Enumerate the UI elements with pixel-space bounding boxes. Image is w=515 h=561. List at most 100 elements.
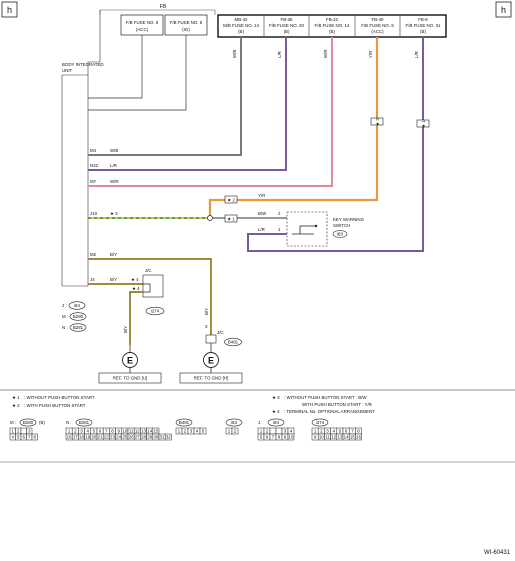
connector-pin-r2: 31 <box>160 435 165 440</box>
note-3b-text: WITH PUSH BUTTON START : Y/R <box>302 402 372 407</box>
marker-star1-vertical: ★ 1 <box>421 120 426 128</box>
connector-pin-r1: 1 <box>314 429 317 434</box>
connector-pin-r2: 32 <box>166 435 171 440</box>
connector-pin-r1: 15 <box>153 429 158 434</box>
connector-view-code: B491 <box>179 420 190 425</box>
connector-pin-r1: 4 <box>86 429 89 434</box>
connector-pin-r2: 11 <box>325 435 330 440</box>
jc-right-wire: B/Y <box>204 308 209 315</box>
key-switch-name-line2: SWITCH <box>333 223 350 228</box>
connector-pin-cell <box>199 427 207 435</box>
unit-conn-n-code: B281 <box>73 325 84 330</box>
connector-pin-r1: 1 <box>178 429 181 434</box>
pin-m2-wire: B/Y <box>110 252 117 257</box>
connector-pin-r1: 12 <box>135 429 140 434</box>
fb-fuse-6-line1: F/B FUSE NO. 6 <box>126 20 159 25</box>
fuse-fb36-wire: L/R <box>277 51 282 58</box>
wire-key-switch-pin2: ★ 1 B/W 2 <box>213 211 287 223</box>
fuse-fb22-line1: F/B FUSE NO. 14 <box>315 23 350 28</box>
svg-text::: : <box>67 325 68 330</box>
connector-pin-cell <box>355 433 362 441</box>
connector-pin-r2: 29 <box>147 435 152 440</box>
fb-fuse-6-line2: (ACC) <box>136 27 149 32</box>
corner-marker-right-label: h <box>501 5 506 15</box>
connector-pin-r2: 7 <box>272 435 275 440</box>
note-1-mark: ★ 1 <box>12 395 20 400</box>
unit-conn-n-letter: N <box>62 325 65 330</box>
connector-pin-r1: 4 <box>290 429 293 434</box>
connector-pin-r2: 8 <box>34 435 37 440</box>
connector-pin-r2: 7 <box>28 435 31 440</box>
connector-pin-r2: 22 <box>104 435 109 440</box>
body-integrated-unit: BODY INTEGRATED UNIT <box>61 10 187 287</box>
connector-pin-r1: 3 <box>80 429 83 434</box>
ground-right: E REF. TO GND [H] <box>179 352 243 384</box>
corner-marker-left-label: h <box>7 5 12 15</box>
connector-pin-r2: 9 <box>314 435 317 440</box>
connector-pin-r1: 4 <box>196 429 199 434</box>
fuse-fb40-line2: (ACC) <box>371 29 384 34</box>
connector-pin-r1: 5 <box>339 429 342 434</box>
connector-pin-r1: 6 <box>345 429 348 434</box>
connector-pin-r1: 8 <box>357 429 360 434</box>
connector-pin-r2: 12 <box>331 435 336 440</box>
fuse-fb6-wire: L/R <box>414 51 419 58</box>
fuse-fb6-line1: F/B FUSE NO. 31 <box>406 23 441 28</box>
connector-pin-r1: 1 <box>228 429 231 434</box>
connector-pin-r2: 8 <box>278 435 281 440</box>
note-1-text: : WITHOUT PUSH BUTTON START <box>24 395 95 400</box>
ground-right-ref: REF. TO GND [H] <box>194 376 228 381</box>
fuse-fb36-code: FB-36 <box>281 17 294 22</box>
fuse-fb22-wire: W/R <box>323 49 328 58</box>
marker-star2-vertical: ★ 2 <box>375 118 380 126</box>
fuse-fb40-line1: F/B FUSE NO. 9 <box>361 23 394 28</box>
note-2-text: : WITH PUSH BUTTON START <box>24 403 86 408</box>
connector-pin-r2: 27 <box>135 435 140 440</box>
pin-m2-label: M2 <box>90 252 97 257</box>
connector-pin-r1: 2 <box>320 429 323 434</box>
connector-pin-r1: 1 <box>260 429 263 434</box>
ground-left: E REF. TO GND [U] <box>98 345 162 384</box>
connector-pin-cell <box>287 433 295 441</box>
connector-view-code: B280 <box>23 420 34 425</box>
marker-star2-horizontal: ★ 2 <box>227 198 235 203</box>
wire-m4: M4 W/B W/B <box>88 37 242 156</box>
pin-j10-wire: ★ 3 <box>110 211 118 216</box>
connector-pin-r2: 26 <box>129 435 134 440</box>
corner-marker-right <box>495 1 512 18</box>
diagram-code: WI-60431 <box>484 550 511 556</box>
marker-star1: ★ 1 <box>227 217 235 222</box>
jc-right-label: J/C <box>217 330 224 335</box>
key-switch-wire-pin1: L/R <box>258 227 265 232</box>
wire-n32: N32 L/R L/R <box>88 37 287 171</box>
pin-n32-wire: L/R <box>110 163 117 168</box>
connector-pin-cell <box>269 427 277 435</box>
connector-pin-r2: 14 <box>344 435 349 440</box>
note-3-mark: ★ 3 <box>272 395 280 400</box>
connector-pin-r2: 10 <box>319 435 324 440</box>
unit-conn-j-code: i84 <box>74 303 80 308</box>
connector-pin-r1: 2 <box>74 429 77 434</box>
fuse-mb32-wire: W/B <box>232 50 237 58</box>
connector-pin-r1: 2 <box>266 429 269 434</box>
key-switch-pin2: 2 <box>278 211 281 216</box>
connector-pin-r1: 3 <box>326 429 329 434</box>
connector-pin-r2: 13 <box>337 435 342 440</box>
connector-pin-r2: 19 <box>85 435 90 440</box>
key-switch-name-line1: KEY WARNING <box>333 217 365 222</box>
wire-fb6-lr: L/R ★ 1 L/R 1 <box>247 37 430 252</box>
notes: ★ 1 : WITHOUT PUSH BUTTON START ★ 2 : WI… <box>12 395 375 414</box>
connector-pin-cell <box>31 433 38 441</box>
connector-pin-r1: 11 <box>129 429 134 434</box>
pin-j10-label: J10 <box>90 211 98 216</box>
wire-j4: J4 B/Y ★ 4 <box>88 277 143 285</box>
connector-pin-cell <box>164 433 172 441</box>
connector-pin-r1: 3 <box>284 429 287 434</box>
connector-pin-r1: 1 <box>12 429 15 434</box>
connector-pin-r1: 14 <box>147 429 152 434</box>
